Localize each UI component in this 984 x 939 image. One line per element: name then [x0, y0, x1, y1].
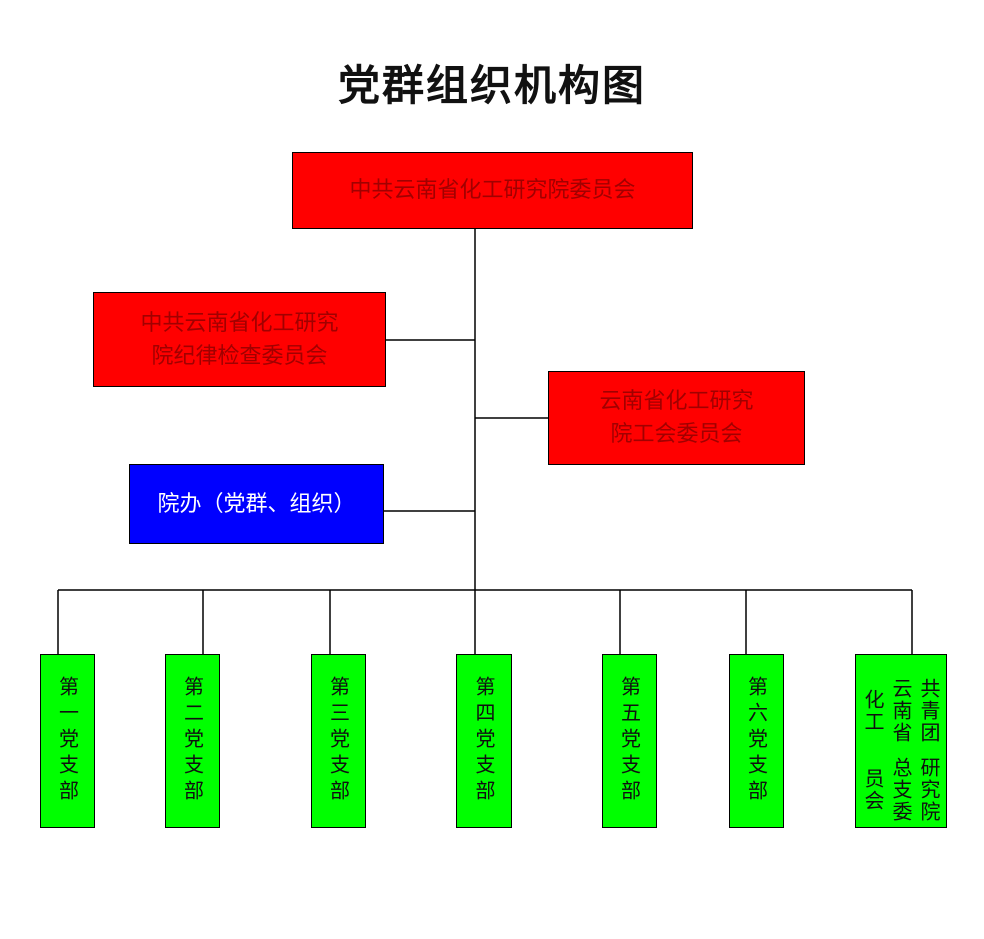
youth-league-node: 共青团云南省化工 研究院总支委员会	[855, 654, 947, 828]
top-node-label: 中共云南省化工研究院委员会	[349, 178, 636, 203]
branch-label-4: 第四党支部	[472, 676, 496, 806]
branch-label-1: 第一党支部	[55, 676, 80, 806]
branch-label-5: 第五党支部	[617, 676, 642, 806]
branch-label-2: 第二党支部	[180, 676, 205, 806]
branch-node-5: 第五党支部	[602, 654, 657, 828]
branch-label-6: 第六党支部	[744, 676, 769, 806]
office-node: 院办（党群、组织）	[129, 464, 384, 544]
branch-node-1: 第一党支部	[40, 654, 95, 828]
office-label: 院办（党群、组织）	[157, 491, 356, 517]
branch-node-2: 第二党支部	[165, 654, 220, 828]
top-node-party-committee: 中共云南省化工研究院委员会	[292, 152, 693, 229]
branch-node-6: 第六党支部	[729, 654, 784, 828]
chart-title: 党群组织机构图	[337, 61, 646, 110]
union-label-line1: 云南省化工研究	[599, 389, 754, 414]
branch-label-3: 第三党支部	[326, 676, 351, 806]
branch-node-3: 第三党支部	[311, 654, 366, 828]
union-committee-node: 云南省化工研究 院工会委员会	[548, 371, 805, 465]
discipline-label-line1: 中共云南省化工研究	[140, 310, 339, 336]
union-label-line2: 院工会委员会	[610, 422, 743, 447]
branch-node-4: 第四党支部	[456, 654, 512, 828]
discipline-label-line2: 院纪律检查委员会	[151, 343, 328, 369]
discipline-committee-node: 中共云南省化工研究 院纪律检查委员会	[93, 292, 386, 387]
league-label-col1: 共青团云南省化工	[861, 677, 941, 744]
league-label-col2: 研究院总支委员会	[861, 756, 941, 823]
